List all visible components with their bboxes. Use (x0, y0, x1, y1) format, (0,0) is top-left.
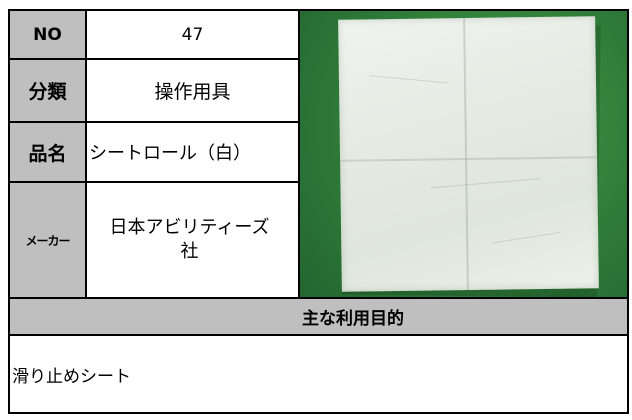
no-value: 47 (86, 10, 299, 59)
no-label-text: NO (33, 24, 62, 45)
no-value-text: 47 (181, 24, 204, 45)
category-label-text: 分類 (28, 81, 67, 103)
wrinkle (491, 231, 561, 244)
sheet-roll-image (338, 16, 599, 292)
maker-value: 日本アビリティーズ社 (86, 182, 299, 298)
category-value: 操作用具 (86, 59, 299, 122)
border-top (8, 9, 629, 11)
maker-value-text: 日本アビリティーズ社 (109, 217, 270, 262)
purpose-heading-text: 主な利用目的 (302, 309, 404, 329)
no-label: NO (9, 10, 86, 59)
border-bottom (8, 412, 629, 414)
category-label: 分類 (9, 59, 86, 122)
divider-label-value (85, 9, 87, 299)
product-value: シートロール（白） (86, 122, 299, 182)
product-label-text: 品名 (28, 142, 67, 165)
border-right (627, 9, 629, 414)
fold-horizontal (340, 156, 598, 162)
maker-label-text: メーカー (25, 233, 70, 248)
product-value-text: シートロール（白） (89, 143, 251, 164)
category-value-text: 操作用具 (154, 81, 231, 103)
divider-value-photo (298, 9, 300, 299)
fold-vertical (463, 18, 469, 291)
divider-row-3 (8, 181, 299, 183)
divider-purpose-mid (8, 334, 629, 336)
divider-purpose-top (8, 297, 629, 299)
product-label: 品名 (9, 122, 86, 182)
divider-row-2 (8, 121, 299, 123)
purpose-text: 滑り止めシート (12, 366, 131, 387)
wrinkle (369, 75, 449, 84)
divider-row-1 (8, 58, 299, 60)
purpose-body: 滑り止めシート (9, 335, 628, 413)
wrinkle (430, 178, 541, 189)
product-photo-icon (299, 10, 628, 298)
border-left (8, 9, 10, 414)
maker-label: メーカー (9, 182, 86, 298)
purpose-heading: 主な利用目的 (9, 298, 628, 335)
